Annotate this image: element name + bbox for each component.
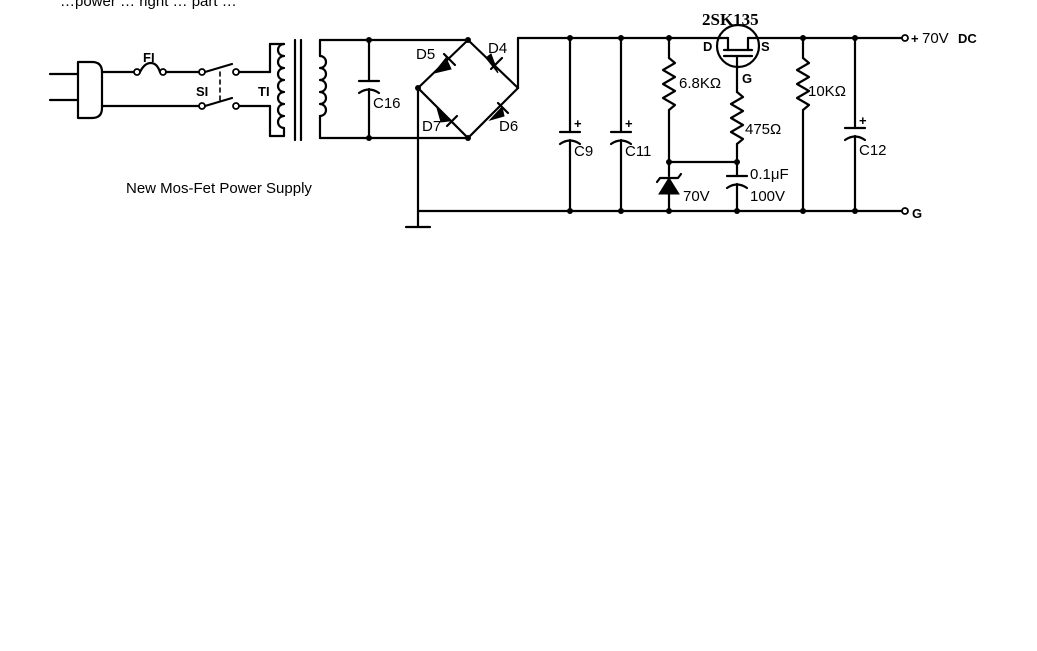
output-ground-label: G [912,206,922,221]
cap-value-label: 0.1μF [750,166,789,183]
transformer-label: TI [258,84,270,99]
c11-plus: + [625,116,633,131]
capacitor-0p1uf [725,174,749,214]
zener-label: 70V [683,188,710,205]
transformer-t1 [268,38,328,142]
output-positive-terminal [901,34,909,42]
capacitor-c11 [609,35,633,214]
c12-plus: + [859,113,867,128]
c9-plus: + [574,116,582,131]
r-475-label: 475Ω [745,121,781,138]
d4-label: D4 [488,40,507,57]
zener-diode [655,160,683,214]
fuse-label: FI [143,50,155,65]
c9-label: C9 [574,143,593,160]
output-dc-label: DC [958,31,977,46]
resistor-10k [795,35,811,214]
fet-gate-label: G [742,71,752,86]
header-text: …power … right … part … [60,0,237,10]
r-6k8-label: 6.8KΩ [679,75,721,92]
resistor-475 [729,74,745,178]
output-voltage-label: 70V [922,30,949,47]
fet-model-label: 2SK135 [702,10,759,29]
capacitor-c16 [357,37,381,141]
bridge-rectifier [415,37,520,141]
fet-drain-label: D [703,39,712,54]
switch-label: SI [196,84,208,99]
d6-label: D6 [499,118,518,135]
resistor-6k8 [661,35,677,165]
fuse-f1 [133,61,201,76]
d7-label: D7 [422,118,441,135]
cap-voltage-label: 100V [750,188,785,205]
diagram-caption: New Mos-Fet Power Supply [126,180,312,197]
capacitor-c12 [843,35,867,214]
output-ground-terminal [901,207,909,215]
d5-label: D5 [416,46,435,63]
r-10k-label: 10KΩ [808,83,846,100]
output-plus-label: + [911,31,919,46]
fet-source-label: S [761,39,770,54]
c16-label: C16 [373,95,401,112]
mosfet-2sk135 [715,23,761,78]
capacitor-c9 [558,35,582,214]
ac-plug [48,60,104,120]
switch-s1 [198,62,272,110]
c11-label: C11 [625,143,651,160]
c12-label: C12 [859,142,887,159]
